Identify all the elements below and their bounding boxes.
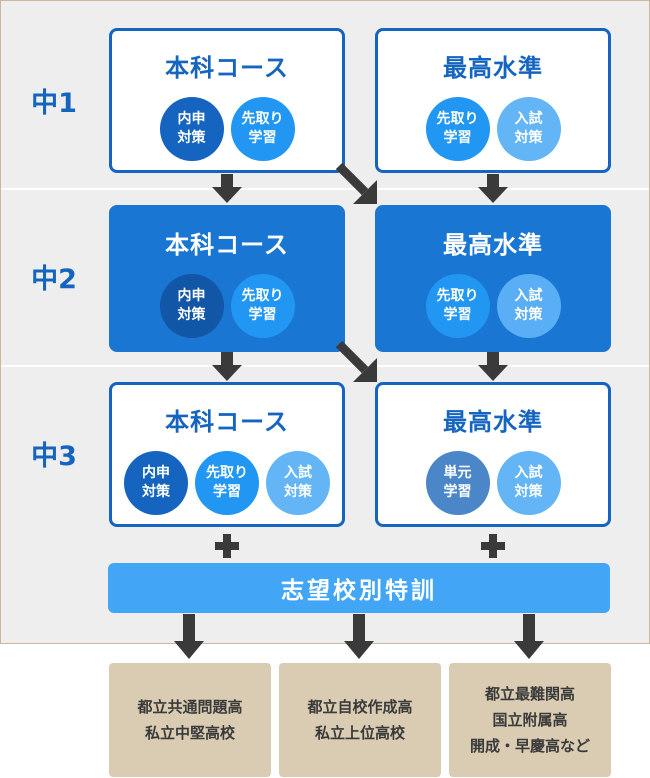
course-title: 本科コース [165, 54, 289, 82]
down-arrow-icon [174, 614, 204, 659]
down-arrow-icon [212, 352, 242, 381]
row-divider [1, 188, 649, 190]
course-feature-badge: 内申 対策 [159, 274, 224, 338]
course-title: 最高水準 [443, 231, 543, 259]
down-arrow-icon [478, 352, 508, 381]
down-arrow-icon [212, 174, 242, 203]
course-title: 最高水準 [443, 408, 543, 436]
course-feature-badge: 先取り 学習 [195, 451, 259, 515]
standard-course-card-grade2: 本科コース 内申 対策 先取り 学習 [109, 205, 345, 352]
plus-icon [481, 534, 505, 558]
top-level-course-card-grade2: 最高水準 先取り 学習 入試 対策 [375, 205, 611, 352]
down-arrow-icon [344, 614, 374, 659]
course-feature-badge: 先取り 学習 [230, 274, 295, 338]
grade-label-2: 中2 [31, 264, 77, 295]
course-feature-badge: 内申 対策 [124, 451, 188, 515]
grade-label-1: 中1 [31, 88, 77, 119]
grade-label-3: 中3 [31, 441, 77, 472]
top-level-course-card-grade3: 最高水準 単元 学習 入試 対策 [375, 382, 611, 527]
destination-box-2: 都立自校作成高 私立上位高校 [279, 663, 441, 777]
course-feature-badge: 入試 対策 [496, 274, 561, 338]
plus-icon [215, 534, 239, 558]
standard-course-card-grade1: 本科コース 内申 対策 先取り 学習 [109, 28, 345, 173]
top-level-course-card-grade1: 最高水準 先取り 学習 入試 対策 [375, 28, 611, 173]
diagonal-arrow-icon [335, 162, 377, 204]
course-feature-badge: 先取り 学習 [425, 274, 490, 338]
course-feature-badge: 入試 対策 [496, 451, 561, 515]
course-feature-badge: 内申 対策 [159, 97, 224, 161]
school-specific-training-band: 志望校別特訓 [108, 563, 610, 613]
standard-course-card-grade3: 本科コース 内申 対策 先取り 学習 入試 対策 [109, 382, 345, 527]
course-feature-badge: 入試 対策 [496, 97, 561, 161]
course-feature-badge: 先取り 学習 [230, 97, 295, 161]
course-feature-badge: 単元 学習 [425, 451, 490, 515]
down-arrow-icon [478, 174, 508, 203]
row-divider [1, 365, 649, 367]
course-feature-badge: 入試 対策 [266, 451, 330, 515]
course-title: 本科コース [165, 408, 289, 436]
diagonal-arrow-icon [335, 340, 377, 382]
down-arrow-icon [514, 614, 544, 659]
destination-box-3: 都立最難関高 国立附属高 開成・早慶高など [449, 663, 611, 777]
course-title: 最高水準 [443, 54, 543, 82]
course-feature-badge: 先取り 学習 [425, 97, 490, 161]
destination-box-1: 都立共通問題高 私立中堅高校 [109, 663, 271, 777]
course-title: 本科コース [165, 231, 289, 259]
